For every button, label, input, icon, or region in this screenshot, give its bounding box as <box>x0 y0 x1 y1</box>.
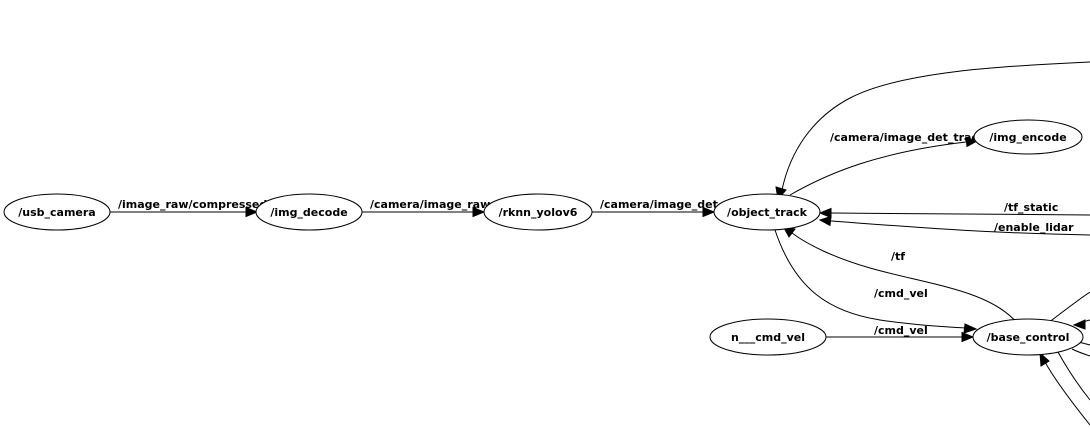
arrowhead-base-control-bottom <box>1039 351 1050 367</box>
node-label-usb-camera: /usb_camera <box>18 206 95 219</box>
arrowhead-tf-static <box>818 207 832 219</box>
node-label-img-decode: /img_decode <box>270 206 347 219</box>
arrowhead-object-track-from-yolo <box>702 206 716 218</box>
edge-label-camera-image-det-track: /camera/image_det_track <box>830 131 986 144</box>
node-label-object-track: /object_track <box>727 206 808 219</box>
node-n-cmd-vel[interactable]: n___cmd_vel <box>709 318 827 356</box>
edge-enable-lidar <box>830 220 1090 236</box>
arrowhead-base-control-right <box>1072 319 1086 330</box>
edge-label-image-raw-compressed: /image_raw/compressed <box>118 198 267 211</box>
node-img-decode[interactable]: /img_decode <box>255 193 363 231</box>
edge-label-enable-lidar: /enable_lidar <box>994 221 1074 234</box>
edge-tf-static <box>830 212 1090 216</box>
edge-offscreen-into-base-control-bottom <box>1044 361 1090 426</box>
edge-label-cmd-vel-track: /cmd_vel <box>874 287 928 300</box>
edges: /image_raw/compressed /camera/image_raw … <box>110 61 1090 426</box>
arrowhead-img-decode <box>245 206 259 218</box>
edge-label-camera-image-det: /camera/image_det <box>600 198 718 211</box>
node-label-base-control: /base_control <box>987 331 1070 344</box>
nodes: /usb_camera /img_decode /rknn_yolov6 /ob… <box>3 119 1084 356</box>
node-img-encode[interactable]: /img_encode <box>973 119 1083 155</box>
node-label-n-cmd-vel: n___cmd_vel <box>731 331 805 344</box>
node-base-control[interactable]: /base_control <box>972 318 1084 356</box>
edge-label-camera-image-raw: /camera/image_raw <box>370 198 490 211</box>
edge-object-track-to-base-control <box>774 229 966 329</box>
node-rknn-yolov6[interactable]: /rknn_yolov6 <box>483 193 593 231</box>
arrowhead-img-encode <box>965 136 979 148</box>
edge-label-tf: /tf <box>891 250 905 263</box>
arrowhead-base-control-from-track <box>963 323 978 334</box>
edge-label-cmd-vel-ncmd: /cmd_vel <box>874 324 928 337</box>
arrowhead-base-control-from-ncmd <box>961 331 975 343</box>
edge-label-tf-static: /tf_static <box>1004 201 1058 214</box>
arrowhead-rknn-yolov6 <box>472 206 486 218</box>
edge-loop-into-object-track <box>781 61 1090 191</box>
node-label-rknn-yolov6: /rknn_yolov6 <box>499 206 578 219</box>
edge-base-control-offscreen-3 <box>1071 348 1090 357</box>
node-object-track[interactable]: /object_track <box>713 193 821 231</box>
edge-base-control-offscreen-1 <box>1047 291 1090 324</box>
edge-base-control-offscreen-4 <box>1057 351 1090 401</box>
node-label-img-encode: /img_encode <box>989 131 1066 144</box>
arrowhead-enable-lidar <box>818 215 832 227</box>
node-usb-camera[interactable]: /usb_camera <box>3 193 111 231</box>
edge-object-track-to-img-encode <box>789 141 967 196</box>
edge-tf <box>791 232 1019 325</box>
